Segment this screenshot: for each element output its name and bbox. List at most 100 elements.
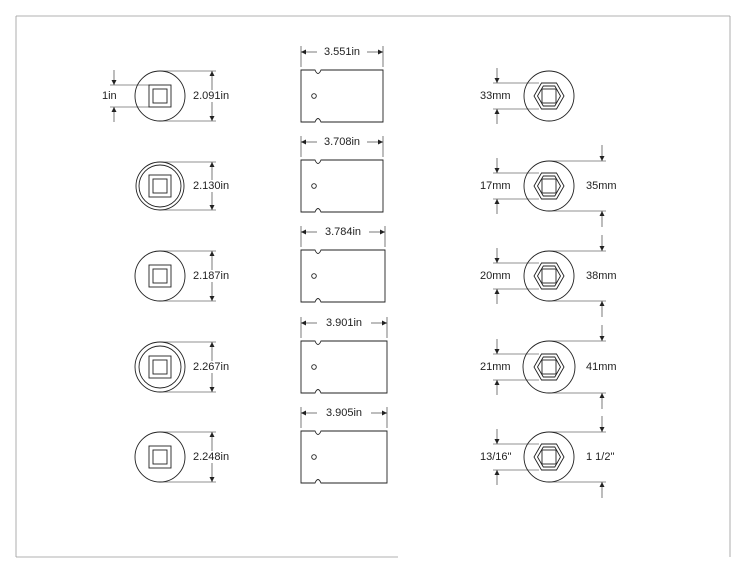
socket-row-1: 2.091in 1in 3.551in 33mm bbox=[102, 46, 575, 124]
dimension-arrow bbox=[494, 258, 500, 263]
square-drive-hole bbox=[541, 178, 557, 194]
dimension-arrow bbox=[301, 410, 306, 416]
dimension-arrow bbox=[209, 296, 215, 301]
socket-side-outline bbox=[300, 159, 384, 213]
hex-opening bbox=[533, 262, 565, 290]
dimension-arrow bbox=[209, 205, 215, 210]
socket-size-label: 21mm bbox=[480, 361, 511, 373]
outer-diameter-label: 2.248in bbox=[193, 451, 229, 463]
dimension-arrow bbox=[209, 432, 215, 437]
dimension-arrow bbox=[209, 116, 215, 121]
square-drive-hole bbox=[541, 88, 557, 104]
square-drive-outer bbox=[148, 355, 172, 379]
dimension-arrow bbox=[209, 342, 215, 347]
socket-hex-outline bbox=[522, 340, 576, 394]
dimension-arrow bbox=[301, 229, 306, 235]
square-drive-inner bbox=[152, 178, 168, 194]
hex-outer-diameter-label: 41mm bbox=[586, 361, 617, 373]
dimension-arrow bbox=[494, 380, 500, 385]
hex-opening-inner bbox=[536, 265, 562, 287]
detent-hole bbox=[311, 183, 317, 189]
socket-side-outline bbox=[300, 249, 386, 303]
socket-front-outline bbox=[134, 250, 186, 302]
socket-row-2: 2.130in 3.708in 17mm 35mm bbox=[135, 136, 617, 227]
square-drive-outer bbox=[148, 445, 172, 469]
length-label: 3.708in bbox=[324, 136, 360, 148]
socket-front-outline bbox=[134, 431, 186, 483]
hex-opening-inner bbox=[536, 446, 562, 468]
hex-opening bbox=[533, 353, 565, 381]
detent-hole bbox=[311, 93, 317, 99]
dimension-arrow bbox=[599, 246, 605, 251]
dimension-arrow bbox=[494, 289, 500, 294]
square-drive-hole bbox=[541, 449, 557, 465]
dimension-arrow bbox=[494, 199, 500, 204]
square-drive-hole bbox=[541, 359, 557, 375]
dimension-arrow bbox=[209, 477, 215, 482]
dimension-arrow bbox=[111, 80, 117, 85]
dimension-arrow bbox=[209, 71, 215, 76]
socket-size-label: 17mm bbox=[480, 180, 511, 192]
socket-front-inner-ring bbox=[138, 164, 182, 208]
socket-side-outline bbox=[300, 430, 388, 484]
square-drive-inner bbox=[152, 449, 168, 465]
hex-opening-inner bbox=[536, 175, 562, 197]
socket-hex-outline bbox=[523, 431, 575, 483]
dimension-arrow bbox=[599, 427, 605, 432]
socket-size-label: 33mm bbox=[480, 90, 511, 102]
outer-diameter-label: 2.091in bbox=[193, 90, 229, 102]
detent-hole bbox=[311, 364, 317, 370]
socket-row-4: 2.267in 3.901in 21mm 41mm bbox=[134, 317, 617, 409]
dimension-arrow bbox=[599, 482, 605, 487]
hex-opening bbox=[533, 443, 565, 471]
square-drive-inner bbox=[152, 359, 168, 375]
detent-hole bbox=[311, 273, 317, 279]
outer-diameter-label: 2.130in bbox=[193, 180, 229, 192]
length-label: 3.905in bbox=[326, 407, 362, 419]
dimension-arrow bbox=[494, 168, 500, 173]
socket-hex-outline bbox=[523, 250, 575, 302]
dimension-arrow bbox=[209, 251, 215, 256]
dimension-arrow bbox=[209, 387, 215, 392]
socket-front-outline bbox=[134, 70, 186, 122]
outer-diameter-label: 2.187in bbox=[193, 270, 229, 282]
dimension-arrow bbox=[599, 393, 605, 398]
detent-hole bbox=[311, 454, 317, 460]
dimension-arrow bbox=[111, 107, 117, 112]
hex-outer-diameter-label: 35mm bbox=[586, 180, 617, 192]
square-drive-outer bbox=[148, 84, 172, 108]
socket-side-outline bbox=[300, 69, 384, 123]
dimension-arrow bbox=[599, 336, 605, 341]
socket-row-3: 2.187in 3.784in 20mm 38mm bbox=[134, 226, 617, 317]
length-label: 3.784in bbox=[325, 226, 361, 238]
length-label: 3.551in bbox=[324, 46, 360, 58]
square-drive-outer bbox=[148, 264, 172, 288]
dimension-arrow bbox=[494, 78, 500, 83]
dimension-arrow bbox=[599, 156, 605, 161]
length-label: 3.901in bbox=[326, 317, 362, 329]
square-drive-inner bbox=[152, 268, 168, 284]
dimension-arrow bbox=[382, 320, 387, 326]
dimension-arrow bbox=[378, 49, 383, 55]
hex-opening-inner bbox=[536, 85, 562, 107]
dimension-arrow bbox=[494, 470, 500, 475]
dimension-arrow bbox=[599, 301, 605, 306]
dimension-arrow bbox=[301, 139, 306, 145]
dimension-arrow bbox=[301, 49, 306, 55]
square-drive-label: 1in bbox=[102, 90, 117, 102]
socket-front-inner-ring bbox=[138, 345, 182, 389]
socket-side-outline bbox=[300, 340, 388, 394]
socket-front-outline bbox=[135, 161, 185, 211]
dimension-arrow bbox=[494, 349, 500, 354]
dimension-arrow bbox=[494, 109, 500, 114]
square-drive-outer bbox=[148, 174, 172, 198]
socket-hex-outline bbox=[523, 160, 575, 212]
hex-opening bbox=[533, 82, 565, 110]
socket-size-label: 20mm bbox=[480, 270, 511, 282]
dimension-arrow bbox=[599, 211, 605, 216]
outer-diameter-label: 2.267in bbox=[193, 361, 229, 373]
dimension-arrow bbox=[301, 320, 306, 326]
dimension-arrow bbox=[494, 439, 500, 444]
hex-outer-diameter-label: 38mm bbox=[586, 270, 617, 282]
